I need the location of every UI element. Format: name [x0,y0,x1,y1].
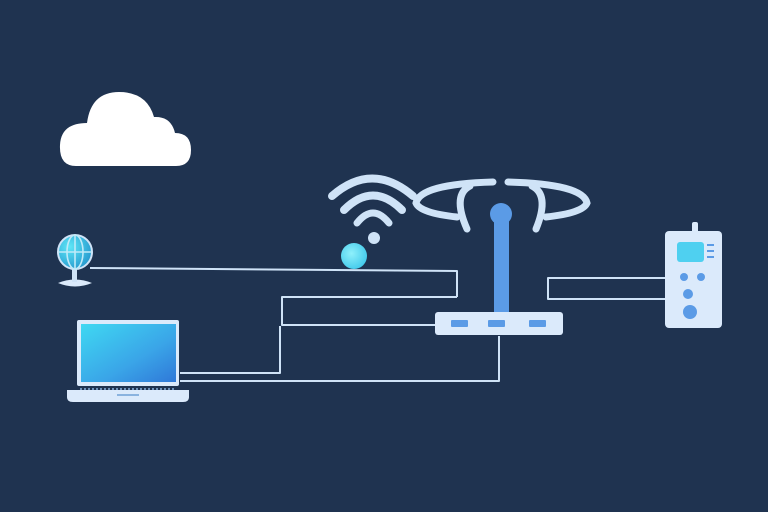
remote-control-icon [665,222,722,328]
connection-lines [89,267,665,382]
wifi-icon [328,174,417,269]
link-laptop-router-top [180,326,281,374]
link-router-remote [547,277,665,300]
cloud-icon [59,92,191,166]
link-laptop-router-bottom [180,336,500,382]
link-globe-router [89,267,458,297]
laptop-icon [67,320,189,402]
link-router-upper [281,296,457,326]
globe-icon [57,234,93,287]
router-icon [412,178,591,335]
